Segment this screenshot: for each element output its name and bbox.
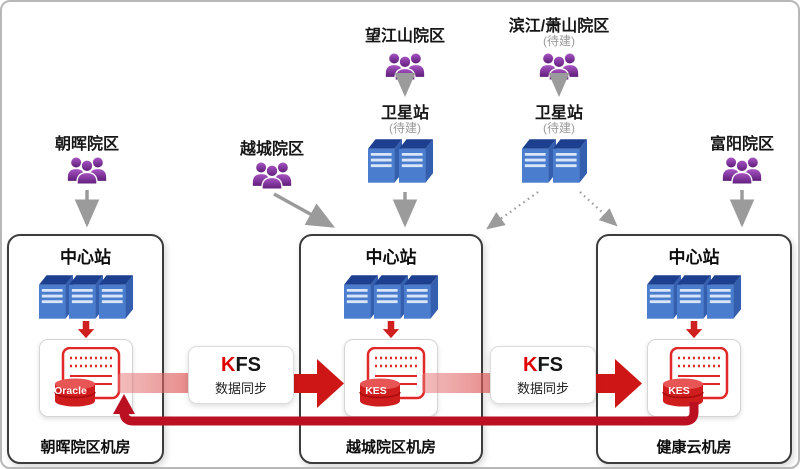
pending-note: (待建) bbox=[543, 34, 575, 48]
kfs-fs: FS bbox=[537, 353, 563, 376]
satellite-server-cluster bbox=[522, 138, 587, 184]
room-label: 朝晖院区机房 bbox=[40, 439, 131, 456]
station-zhaohui-room: 中心站 Oracle 朝晖院区机房 bbox=[7, 234, 164, 464]
server-icon bbox=[522, 138, 556, 184]
database-server-icon bbox=[51, 347, 121, 409]
kfs-title: KFS bbox=[221, 354, 261, 376]
server-icon bbox=[553, 138, 587, 184]
database-server-icon bbox=[659, 347, 729, 409]
pending-note: (待建) bbox=[389, 121, 421, 135]
station-health-cloud-room: 中心站 KES 健康云机房 bbox=[596, 234, 792, 464]
people-group-icon bbox=[722, 154, 762, 186]
kfs-sync-label-2: KFS 数据同步 bbox=[490, 346, 596, 404]
station-title: 中心站 bbox=[668, 248, 720, 267]
satellite-station-label: 卫星站 bbox=[534, 105, 583, 122]
server-icon bbox=[677, 274, 711, 320]
server-icon bbox=[647, 274, 681, 320]
down-arrow-icon bbox=[685, 321, 703, 339]
database-label: KES bbox=[365, 385, 387, 397]
campus-label-fuyang: 富阳院区 bbox=[709, 136, 774, 153]
database-server-icon bbox=[356, 347, 426, 409]
server-icon bbox=[99, 274, 133, 320]
data-sync-label: 数据同步 bbox=[516, 380, 569, 396]
room-label: 越城院区机房 bbox=[345, 439, 436, 456]
satellite-station-label: 卫星站 bbox=[380, 105, 429, 122]
kfs-fs: FS bbox=[235, 353, 261, 376]
server-cluster bbox=[647, 274, 741, 320]
database-panel: KES bbox=[647, 339, 741, 417]
server-icon bbox=[368, 138, 402, 184]
satellite-server-cluster bbox=[368, 138, 433, 184]
people-group-icon bbox=[539, 50, 579, 82]
campus-label-wangjiangshan: 望江山院区 bbox=[364, 28, 445, 45]
server-icon bbox=[374, 274, 408, 320]
server-icon bbox=[399, 138, 433, 184]
down-arrow-icon bbox=[382, 321, 400, 339]
database-label: KES bbox=[668, 385, 690, 397]
station-title: 中心站 bbox=[60, 248, 111, 267]
data-sync-label: 数据同步 bbox=[214, 380, 267, 396]
station-title: 中心站 bbox=[365, 248, 417, 267]
people-group-icon bbox=[67, 154, 107, 186]
station-yuecheng-room: 中心站 KES 越城院区机房 bbox=[299, 234, 483, 464]
server-icon bbox=[404, 274, 438, 320]
campus-label-zhaohui: 朝晖院区 bbox=[54, 136, 119, 153]
room-label: 健康云机房 bbox=[656, 439, 732, 456]
server-cluster bbox=[39, 274, 133, 320]
database-panel: Oracle bbox=[38, 339, 133, 417]
campus-label-yuecheng: 越城院区 bbox=[239, 141, 304, 158]
kfs-k: K bbox=[220, 353, 236, 376]
people-group-icon bbox=[252, 159, 292, 191]
database-label: Oracle bbox=[54, 385, 87, 397]
database-panel: KES bbox=[344, 339, 438, 417]
people-group-icon bbox=[385, 50, 425, 82]
pending-note: (待建) bbox=[543, 121, 575, 135]
server-cluster bbox=[344, 274, 438, 320]
kfs-k: K bbox=[522, 353, 538, 376]
server-icon bbox=[344, 274, 378, 320]
server-icon bbox=[69, 274, 103, 320]
kfs-title: KFS bbox=[523, 354, 563, 376]
down-arrow-icon bbox=[77, 321, 94, 339]
server-icon bbox=[39, 274, 73, 320]
server-icon bbox=[707, 274, 741, 320]
kfs-sync-label-1: KFS 数据同步 bbox=[188, 346, 294, 404]
campus-label-binjiang: 滨江/萧山院区 bbox=[508, 18, 610, 35]
